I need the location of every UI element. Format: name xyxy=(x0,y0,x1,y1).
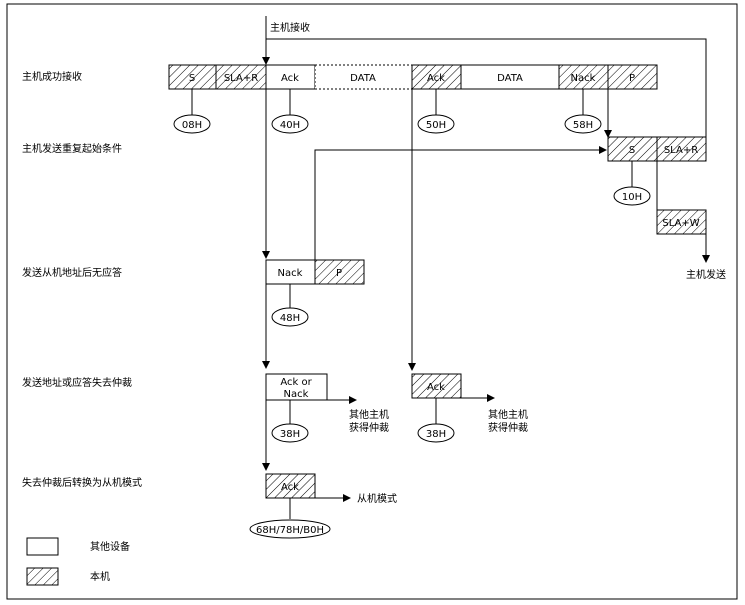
cell-sla-r-repeat-text: SLA+R xyxy=(664,145,698,156)
cell-nack-text: Nack xyxy=(571,73,596,84)
state-58h-text: 58H xyxy=(573,120,593,131)
output-other-master-a-line1: 其他主机 xyxy=(349,408,389,421)
state-38h-a xyxy=(271,423,309,443)
cell-sla-r-repeat xyxy=(656,136,707,162)
cell-nack-2-text: Nack xyxy=(278,268,303,279)
top-label: 主机接收 xyxy=(270,21,310,34)
cell-sla-w-text: SLA+W xyxy=(662,218,699,229)
state-50h xyxy=(417,114,455,134)
output-other-master-b-line1: 其他主机 xyxy=(488,408,528,421)
outer-frame xyxy=(6,3,738,600)
state-58h xyxy=(564,114,602,134)
cell-data-2-text: DATA xyxy=(497,73,523,84)
cell-ack-3-text: Ack xyxy=(427,382,445,393)
output-other-master-b-line2: 获得仲裁 xyxy=(488,421,528,434)
output-slave-mode: 从机模式 xyxy=(357,492,397,505)
loop-line-top xyxy=(266,38,707,160)
row-label-repeated-start: 主机发送重复起始条件 xyxy=(22,142,122,155)
cell-ack-4-text: Ack xyxy=(281,482,299,493)
cell-ack-or-nack xyxy=(265,373,328,401)
cell-data-text: DATA xyxy=(350,73,376,84)
legend-this-device-swatch xyxy=(26,567,59,586)
row-label-arbitration-lost: 发送地址或应答失去仲裁 xyxy=(22,376,132,389)
output-master-send: 主机发送 xyxy=(686,268,726,281)
state-08h-text: 08H xyxy=(182,120,202,131)
cell-sla-w xyxy=(656,209,707,235)
state-38h-a-text: 38H xyxy=(280,429,300,440)
state-50h-text: 50H xyxy=(426,120,446,131)
state-40h xyxy=(271,114,309,134)
state-68h-78h-b0h-text: 68H/78H/B0H xyxy=(256,525,324,536)
state-40h-text: 40H xyxy=(280,120,300,131)
cell-ack-text: Ack xyxy=(281,73,299,84)
cell-sla-r-text: SLA+R xyxy=(224,73,258,84)
cell-stop-text: P xyxy=(629,73,635,84)
state-68h-78h-b0h xyxy=(249,519,331,539)
cell-ack-or-nack-line1: Ack or xyxy=(280,377,312,388)
legend-other-device: 其他设备 xyxy=(90,540,130,553)
state-38h-b-text: 38H xyxy=(426,429,446,440)
cell-stop-2 xyxy=(314,259,365,285)
cell-ack-2-text: Ack xyxy=(427,73,445,84)
legend-this-device: 本机 xyxy=(90,570,110,583)
cell-sla-r xyxy=(215,64,267,90)
cell-stop xyxy=(607,64,658,90)
cell-ack-4 xyxy=(265,473,316,499)
state-48h-text: 48H xyxy=(280,313,300,324)
cell-stop-2-text: P xyxy=(336,268,342,279)
state-08h xyxy=(173,114,211,134)
row-label-no-ack: 发送从机地址后无应答 xyxy=(22,266,122,279)
output-other-master-a-line2: 获得仲裁 xyxy=(349,421,389,434)
cell-start-text: S xyxy=(189,73,195,84)
cell-ack-or-nack-line2: Nack xyxy=(284,389,309,400)
state-10h xyxy=(613,186,651,206)
state-38h-b xyxy=(417,423,455,443)
cell-repeated-start-text: S xyxy=(629,145,635,156)
state-48h xyxy=(271,307,309,327)
row-label-success: 主机成功接收 xyxy=(22,70,82,83)
state-10h-text: 10H xyxy=(622,192,642,203)
arrow-back-to-start xyxy=(314,146,607,260)
row-label-to-slave: 失去仲裁后转换为从机模式 xyxy=(22,476,142,489)
legend-other-device-swatch xyxy=(26,537,59,556)
